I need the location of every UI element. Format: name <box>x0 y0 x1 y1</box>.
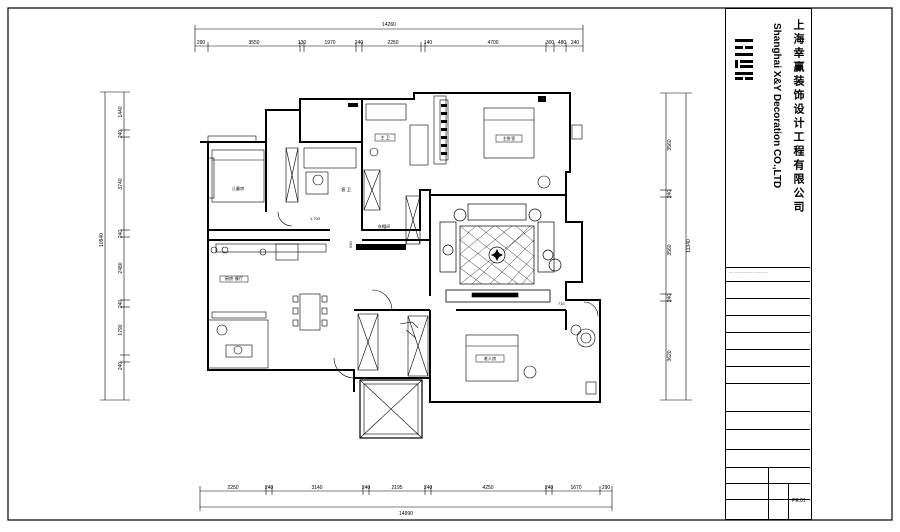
dim-top-seg: 240 <box>355 40 364 46</box>
dim-top-seg: 480 <box>558 40 567 46</box>
dim-right-seg: 3620 <box>667 350 673 361</box>
walls <box>200 92 601 403</box>
dim-bottom-seg: 2195 <box>391 485 402 491</box>
dim-bottom-seg: 290 <box>602 485 611 491</box>
dim-top-seg: 4700 <box>487 40 498 46</box>
title-block: 上海幸赢装饰设计工程有限公司 Shanghai X&Y Decoration C… <box>725 8 812 520</box>
room-label-master-bath: 主 卫 <box>380 134 390 140</box>
dim-bottom-seg: 1670 <box>570 485 581 491</box>
company-logo <box>735 39 753 80</box>
dim-top-seg: 240 <box>571 40 580 46</box>
top-dimension <box>194 25 584 52</box>
dim-left-seg: 240 <box>118 230 124 239</box>
dim-bottom-seg: 240 <box>424 485 433 491</box>
room-label-elder-room: 老人房 <box>484 355 497 362</box>
company-name-cn: 上海幸赢装饰设计工程有限公司 <box>792 19 804 215</box>
dim-bottom-seg: 240 <box>362 485 371 491</box>
dim-top-total: 14260 <box>382 22 396 28</box>
dim-bottom-seg: 4250 <box>482 485 493 491</box>
dim-top-seg: 140 <box>424 40 433 46</box>
dim-bottom-seg: 2250 <box>227 485 238 491</box>
dim-top-seg: 3550 <box>248 40 259 46</box>
dim-top-seg: 2250 <box>387 40 398 46</box>
living-room-furniture <box>439 203 562 285</box>
dim-left-seg: 240 <box>118 362 124 371</box>
dim-bottom-seg: 240 <box>545 485 554 491</box>
sheet-border <box>7 7 893 521</box>
dim-top-seg: 290 <box>197 40 206 46</box>
dim-left-total: 10940 <box>99 233 105 247</box>
dim-right-seg: 3560 <box>667 244 673 255</box>
dim-right-seg: 240 <box>667 294 673 303</box>
page-number: PE.01 <box>792 498 806 504</box>
dining-table <box>292 293 328 331</box>
dim-bottom-seg: 240 <box>265 485 274 491</box>
left-dimension <box>100 91 130 401</box>
dim-left-seg: 240 <box>118 130 124 139</box>
note-label: 710 <box>558 301 565 306</box>
dim-left-seg: 1440 <box>118 106 124 117</box>
bottom-dimension <box>199 486 613 511</box>
dim-right-seg: 3560 <box>667 139 673 150</box>
room-label-kids-room: 儿童房 <box>232 185 245 192</box>
right-dimension <box>660 92 692 401</box>
dim-top-seg: 300 <box>546 40 555 46</box>
dim-left-seg: 2480 <box>118 262 124 273</box>
dim-left-seg: 240 <box>118 300 124 309</box>
dim-top-seg: 1970 <box>324 40 335 46</box>
note-label: 1.700 <box>310 216 321 221</box>
room-label-kitchen: 厨房·餐厅 <box>225 275 243 282</box>
dim-left-seg: 3740 <box>118 178 124 189</box>
dim-left-seg: 1790 <box>118 324 124 335</box>
company-name-en: Shanghai X&Y Decoration CO.,LTD <box>771 23 782 189</box>
dim-right-total: 11340 <box>686 239 692 253</box>
dim-right-seg: 240 <box>667 190 673 199</box>
dim-top-seg: 130 <box>298 40 307 46</box>
note-label: 530 <box>348 241 353 248</box>
room-label-cloakroom: 衣帽间 <box>378 223 391 230</box>
room-label-master-bedroom: 主卧室 <box>503 135 516 142</box>
room-label-guest-bath: 客 卫 <box>341 186 351 193</box>
dim-bottom-seg: 3140 <box>311 485 322 491</box>
dim-bottom-total: 14990 <box>399 511 413 517</box>
